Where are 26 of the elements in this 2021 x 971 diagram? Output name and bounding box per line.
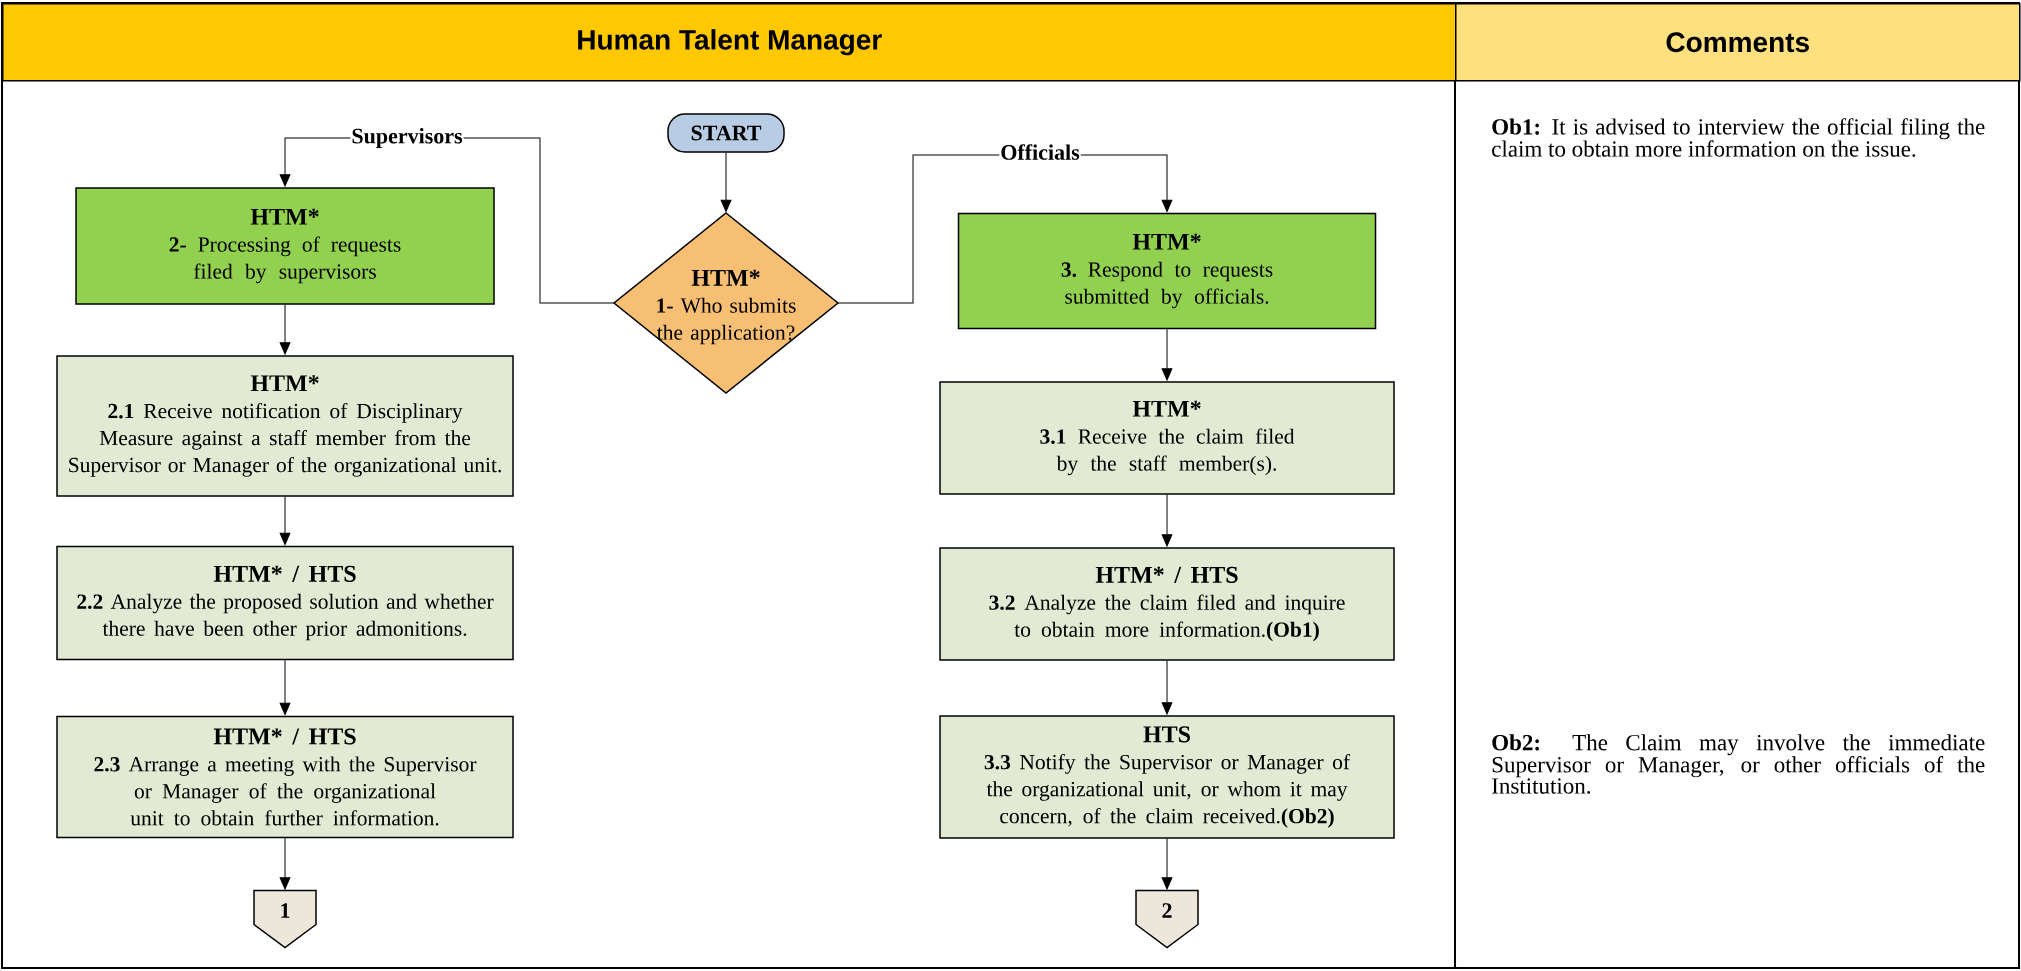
process-box: HTM* / HTS 2.2 Analyze the proposed solution and whether there have been other prior admonitions. [56, 545, 514, 661]
process-box: HTM* 2- Processing of requests filed by supervisors [75, 187, 495, 305]
arrow [1161, 838, 1173, 890]
off-page-connector: 1 [253, 889, 317, 949]
process-box: HTM* 3.1 Receive the claim filed by the staff member(s). [939, 381, 1395, 495]
process-box: HTM* / HTS 2.3 Arrange a meeting with the Supervisor or Manager of the organizational unit to obtain further information. [56, 715, 514, 839]
process-box: HTM* 3. Respond to requests submitted by officials. [957, 212, 1377, 330]
process-box: HTM* / HTS 3.2 Analyze the claim filed and inquire to obtain more information.(Ob1) [939, 547, 1395, 661]
arrow [1161, 328, 1173, 381]
edge-label: Supervisors [350, 127, 464, 149]
arrow [1161, 660, 1173, 715]
arrow [720, 152, 732, 212]
process-box: HTS 3.3 Notify the Supervisor or Manager of the organizational unit, or whom it may concern, of the claim received.(Ob2) [939, 715, 1395, 839]
arrow [279, 837, 291, 890]
column-header: Human Talent Manager [2, 3, 1457, 82]
off-page-connector: 2 [1135, 889, 1199, 949]
start-terminal: START [667, 113, 785, 153]
column-header: Comments [1455, 3, 2021, 82]
comment-text: Ob1: It is advised to interview the official filing the claim to obtain more information on the issue. [1492, 118, 1985, 157]
process-box: HTM* 2.1 Receive notification of Disciplinary Measure against a staff member from the Supervisor or Manager of the organizational unit. [56, 355, 514, 497]
edge-label: Officials [999, 143, 1081, 161]
arrow [279, 304, 291, 355]
arrow [279, 659, 291, 715]
arrow [1161, 494, 1173, 547]
comment-text: Ob2: The Claim may involve the immediate Supervisor or Manager, or other officials of the Institution. [1492, 734, 1985, 794]
arrow [279, 496, 291, 545]
